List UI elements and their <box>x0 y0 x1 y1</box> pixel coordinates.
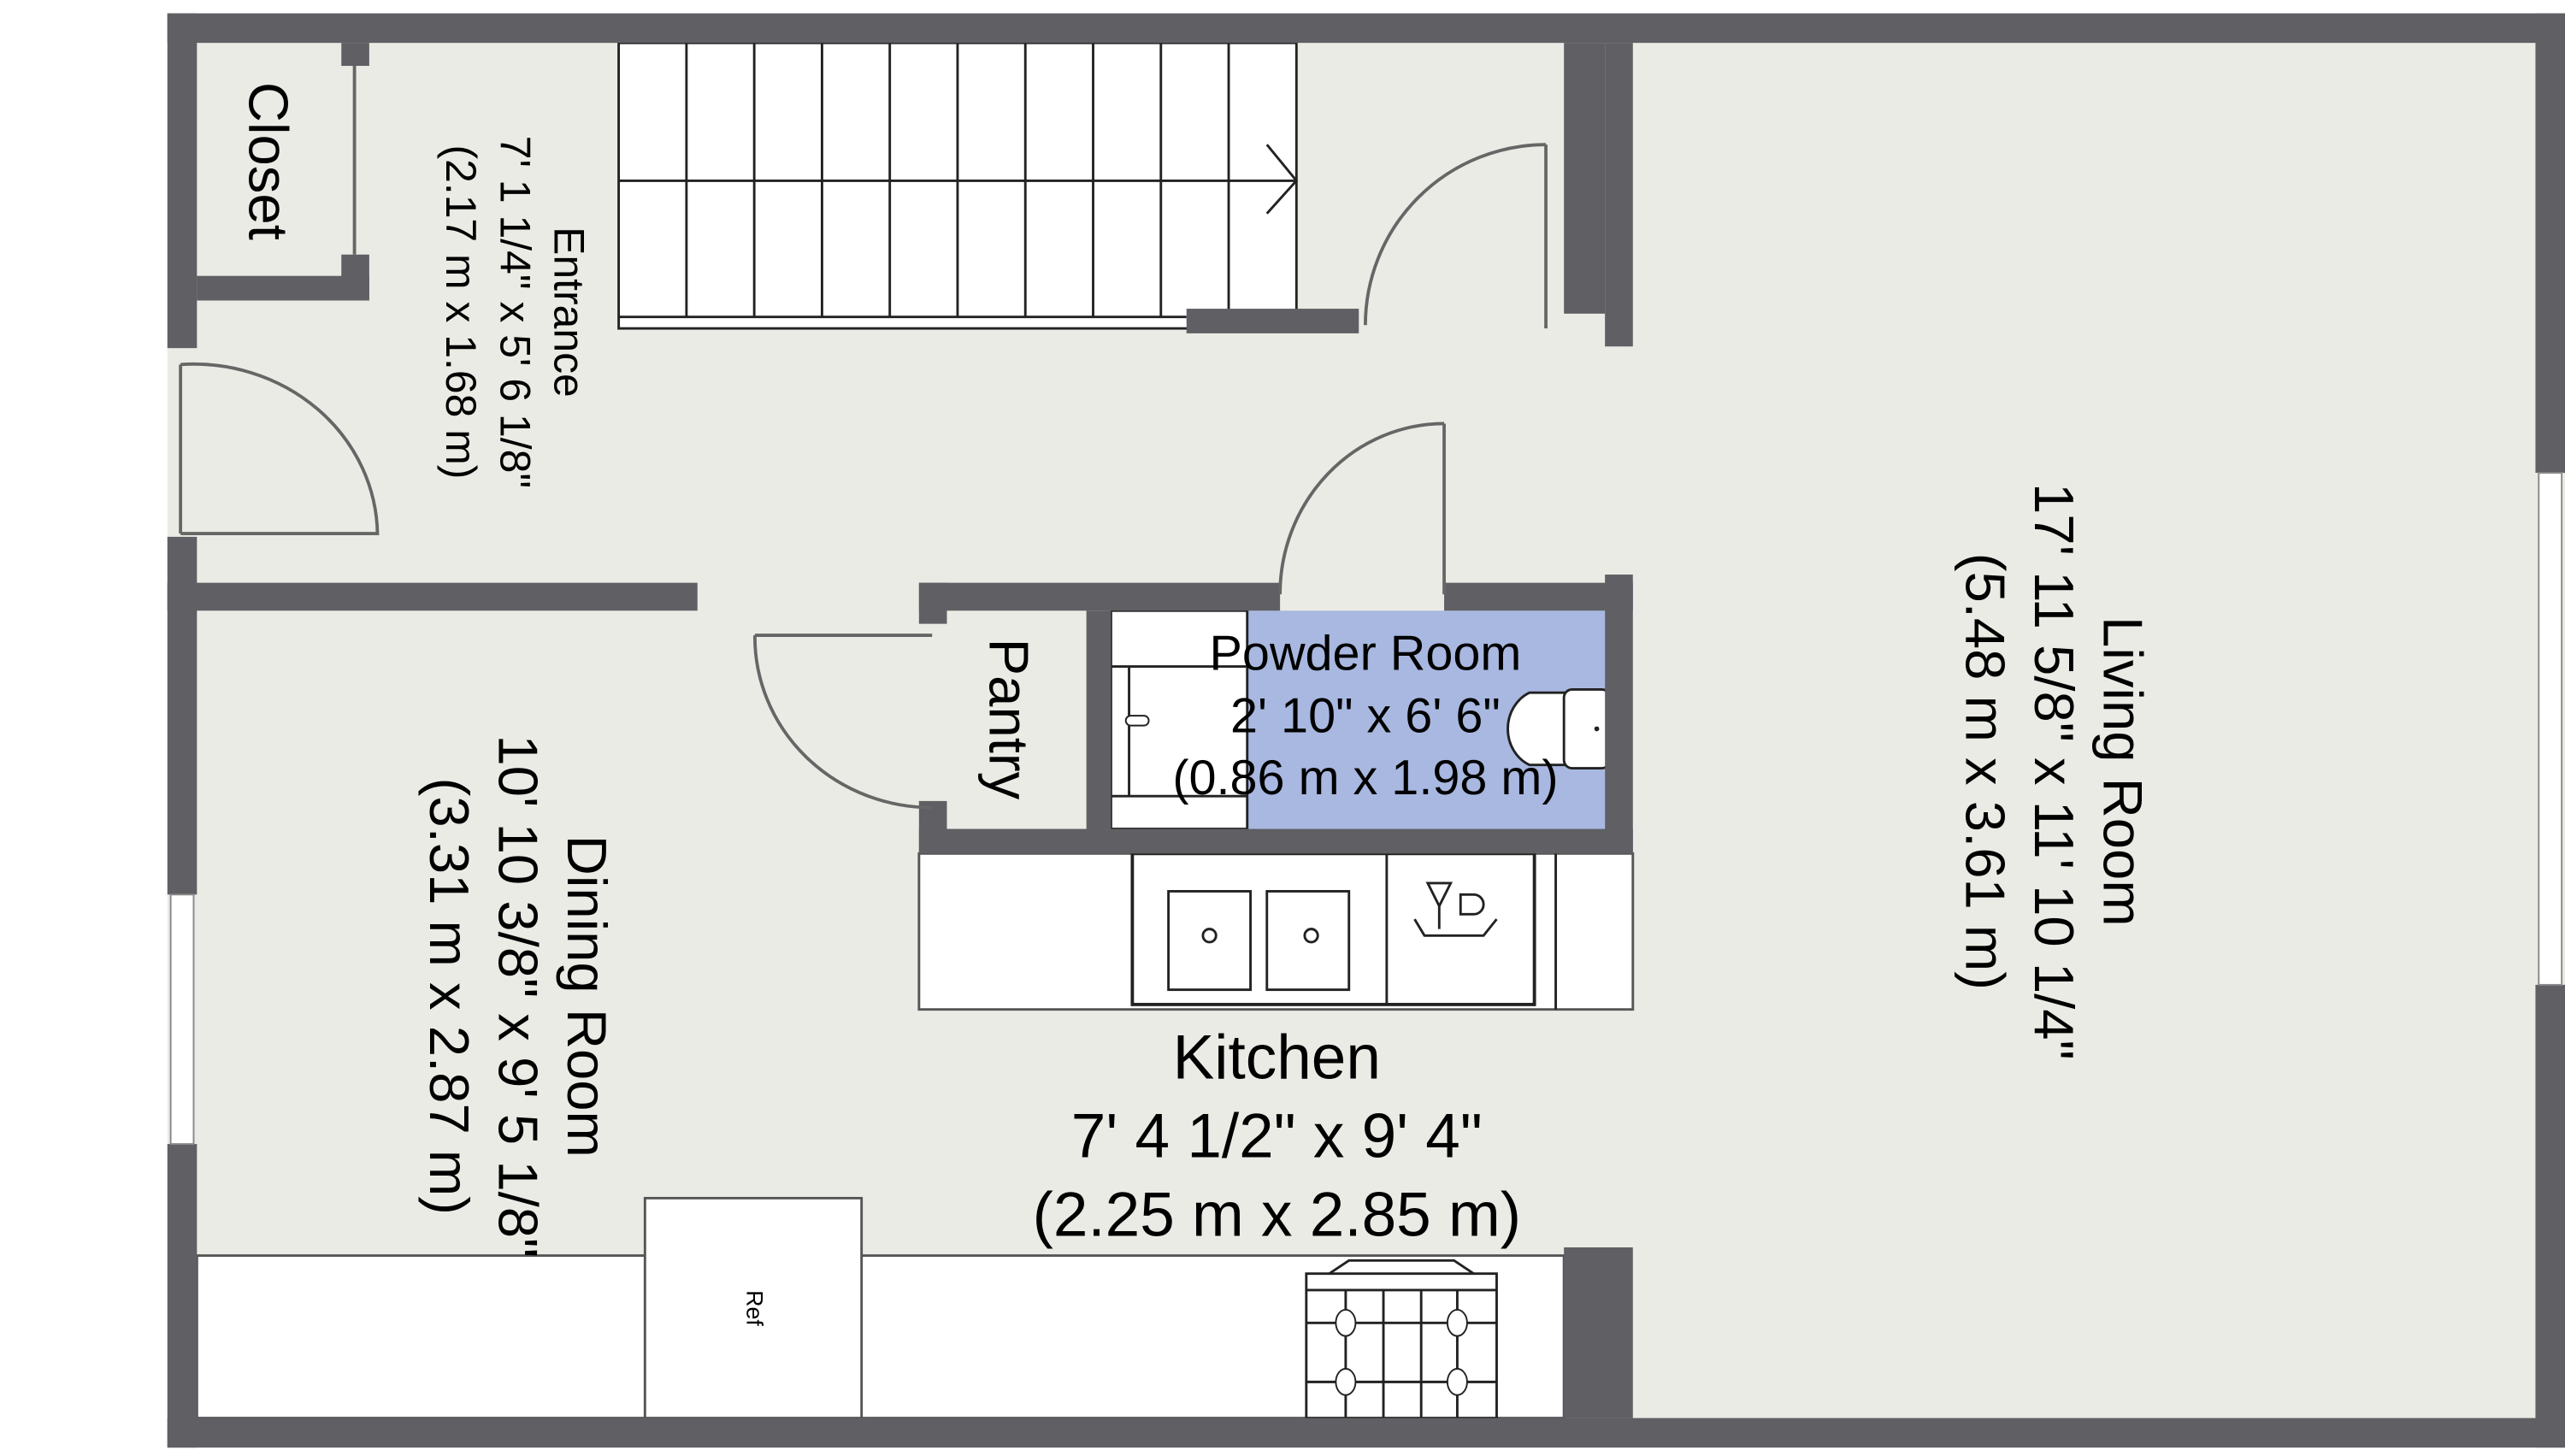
pantry-label: Pantry <box>977 639 1040 800</box>
powder-room-label: Powder Room 2' 10" x 6' 6" (0.86 m x 1.9… <box>1172 626 1558 805</box>
dining-metric: (3.31 m x 2.87 m) <box>418 778 481 1215</box>
living-label: Living Room 17' 11 5/8" x 11' 10 1/4" (5… <box>1954 483 2154 1060</box>
powder-room-door[interactable] <box>1278 421 1446 595</box>
double-sink-icon <box>1167 890 1351 992</box>
closet-label: Closet <box>238 82 300 240</box>
dining-name: Dining Room <box>556 835 618 1158</box>
living-name: Living Room <box>2092 616 2155 927</box>
entrance-label: Entrance 7' 1 1/4" x 5' 6 1/8" (2.17 m x… <box>437 136 593 488</box>
walls <box>167 13 2565 1448</box>
stair-direction-arrow-icon <box>1265 144 1299 215</box>
staircase <box>617 41 1299 330</box>
kitchen-imperial: 7' 4 1/2" x 9' 4" <box>1071 1101 1483 1170</box>
entrance-metric: (2.17 m x 1.68 m) <box>437 144 485 479</box>
powder-metric: (0.86 m x 1.98 m) <box>1172 751 1558 805</box>
kitchen-name: Kitchen <box>1173 1023 1381 1092</box>
front-door[interactable] <box>179 362 380 535</box>
pantry-door[interactable] <box>752 634 933 810</box>
powder-name: Powder Room <box>1210 626 1522 681</box>
refrigerator: Ref <box>643 1196 864 1420</box>
dining-imperial: 10' 10 3/8" x 9' 5 1/8" <box>486 734 549 1258</box>
living-imperial: 17' 11 5/8" x 11' 10 1/4" <box>2023 483 2085 1060</box>
dining-window <box>169 893 195 1146</box>
dining-label: Dining Room 10' 10 3/8" x 9' 5 1/8" (3.3… <box>418 734 618 1258</box>
powder-imperial: 2' 10" x 6' 6" <box>1230 688 1501 743</box>
vanity <box>1109 609 1249 830</box>
living-window <box>2538 472 2563 986</box>
toilet-icon <box>1507 687 1612 769</box>
living-metric: (5.48 m x 3.61 m) <box>1954 553 2016 990</box>
entrance-imperial: 7' 1 1/4" x 5' 6 1/8" <box>491 136 539 488</box>
entrance-name: Entrance <box>545 227 593 398</box>
dishwasher-icon <box>1413 881 1498 937</box>
kitchen-metric: (2.25 m x 2.85 m) <box>1033 1181 1521 1250</box>
refrigerator-label: Ref <box>741 1290 767 1326</box>
stove-icon <box>1305 1259 1498 1420</box>
living-room-door[interactable] <box>1364 143 1548 329</box>
kitchen-label: Kitchen 7' 4 1/2" x 9' 4" (2.25 m x 2.85… <box>1033 1023 1521 1249</box>
